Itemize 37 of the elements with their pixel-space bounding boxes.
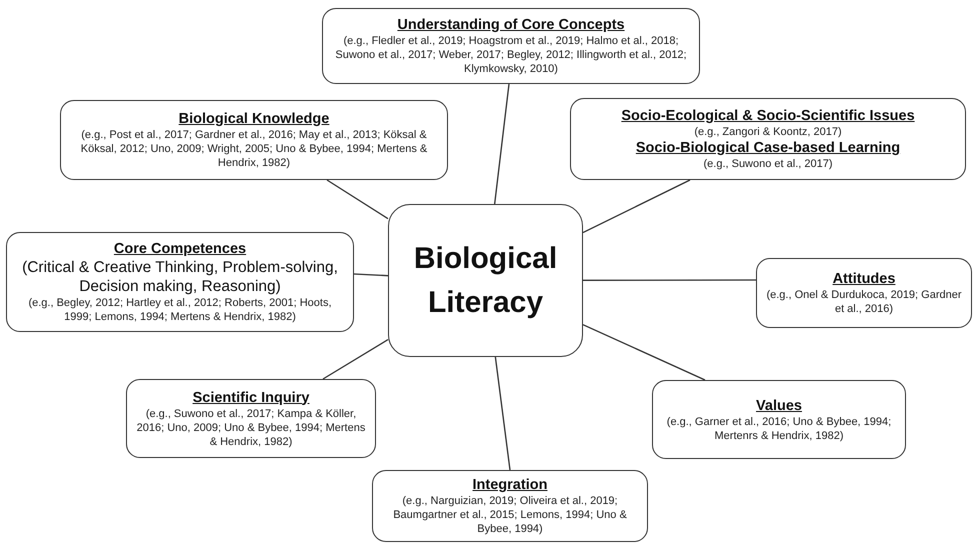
heading-text: Understanding of Core Concepts [397, 16, 625, 34]
citation-text: (e.g., Zangori & Koontz, 2017) [694, 125, 842, 139]
heading-text: Values [756, 396, 802, 414]
connector-line [494, 84, 510, 204]
heading-text: Integration [472, 476, 548, 494]
heading-text: Socio-Ecological & Socio-Scientific Issues [621, 107, 915, 125]
connector-line [583, 279, 756, 281]
description-text: (Critical & Creative Thinking, Problem-solving, Decision making, Reasoning) [21, 258, 339, 296]
category-box [60, 100, 448, 180]
heading-text: Biological Knowledge [178, 110, 330, 128]
category-box [322, 8, 700, 84]
citation-text: (e.g., Garner et al., 2016; Uno & Bybee, 1994; Mertenrs & Hendrix, 1982) [666, 414, 892, 442]
category-box [756, 258, 972, 328]
heading-text: Core Competences [114, 240, 246, 258]
central-concept-box [388, 204, 583, 357]
heading-text: Scientific Inquiry [192, 388, 310, 406]
category-box [570, 98, 966, 180]
citation-text: (e.g., Narguizian, 2019; Oliveira et al., 2019; Baumgartner et al., 2015; Lemons, 1994; Uno & Bybee, 1994) [392, 494, 628, 536]
connector-line [322, 339, 388, 380]
connector-line [582, 324, 706, 381]
connector-line [326, 179, 388, 220]
connector-line [494, 356, 511, 470]
category-box [652, 380, 906, 459]
category-box [372, 470, 648, 542]
citation-text: (e.g., Post et al., 2017; Gardner et al., 2016; May et al., 2013; Köksal & Köksal, 2012; Uno, 2009; Wright, 2005; Uno & Bybee, 1994; Mertens & Hendrix, 1982) [80, 128, 428, 170]
category-box [6, 232, 354, 332]
citation-text: (e.g., Suwono et al., 2017) [703, 157, 833, 171]
connector-line [354, 273, 388, 276]
citation-text: (e.g., Suwono et al., 2017; Kampa & Köller, 2016; Uno, 2009; Uno & Bybee, 1994; Mertens & Hendrix, 1982) [136, 406, 366, 448]
category-box [126, 379, 376, 458]
citation-text: (e.g., Fledler et al., 2019; Hoagstrom et al., 2019; Halmo et al., 2018; Suwono et al., 2017; Weber, 2017; Begley, 2012; Illingworth et al., 2012; Klymkowsky, 2010) [334, 34, 688, 76]
citation-text: (e.g., Onel & Durdukoca, 2019; Gardner et al., 2016) [765, 288, 963, 316]
heading-text: Socio-Biological Case-based Learning [636, 139, 900, 157]
citation-text: (e.g., Begley, 2012; Hartley et al., 2012; Roberts, 2001; Hoots, 1999; Lemons, 1994; Mertens & Hendrix, 1982) [27, 296, 333, 324]
central-title: Biological Literacy [412, 241, 558, 320]
heading-text: Attitudes [832, 270, 896, 288]
connector-line [582, 179, 690, 234]
